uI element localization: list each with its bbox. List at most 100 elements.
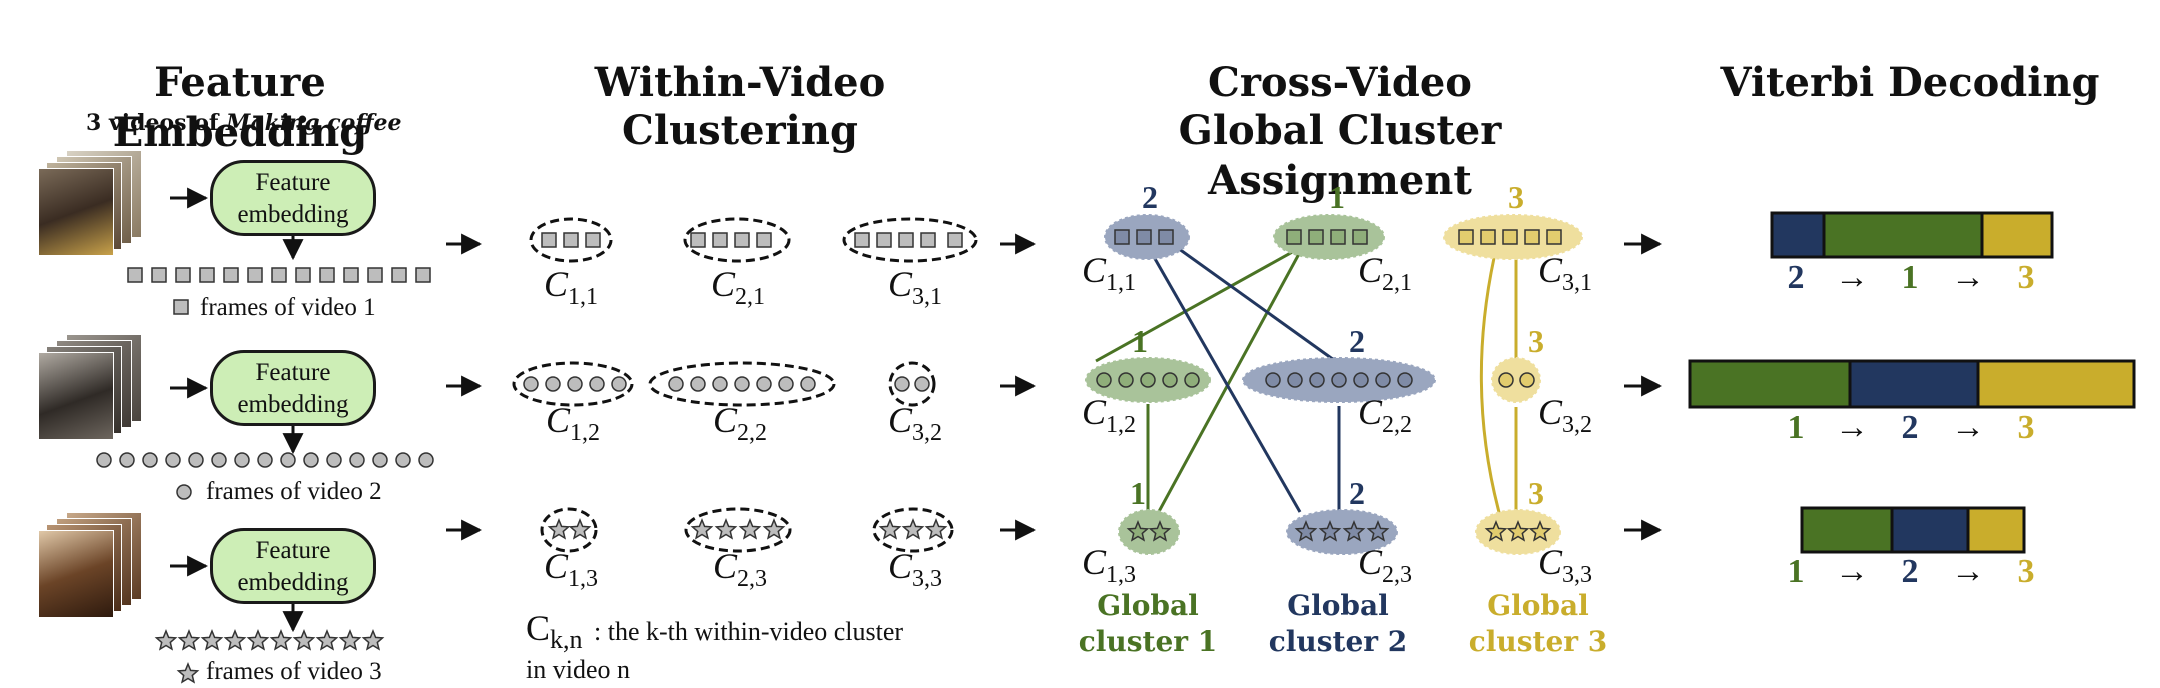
title-within-video-2: Clustering	[622, 107, 858, 154]
viterbi-3-seg-2	[1890, 506, 1970, 554]
frames-video-2	[96, 452, 434, 500]
wlabel-3-1: C3,1	[888, 264, 942, 310]
viterbi-1-seg-3	[1980, 211, 2054, 259]
global-node-2-3	[1286, 509, 1398, 555]
glabel-2-2: C2,2	[1358, 392, 1412, 438]
global-cluster-labels: C1,1 C2,1 C3,1 C1,2 C2,2 C3,2 C1,3 C2,3 …	[1082, 250, 1592, 588]
notation-desc: : the k-th within-video cluster	[594, 617, 903, 646]
title-feature-embedding: Feature Embedding	[112, 59, 368, 156]
gnum-1-1: 2	[1142, 179, 1158, 215]
arrows-thumb-to-embedding	[170, 187, 209, 577]
viterbi-sequences: 2 → 1 → 3 1 → 2 → 3 1 → 2 → 3	[1788, 259, 2035, 590]
within-cluster-circles	[523, 376, 930, 392]
vseq-3-c: 3	[2018, 553, 2035, 590]
cluster-star-icon	[690, 518, 714, 540]
gnum-2-2: 2	[1349, 323, 1365, 359]
within-cluster-labels: C1,1 C2,1 C3,1 C1,2 C2,2 C3,2 C1,3 C2,3 …	[544, 264, 942, 592]
cluster-star-icon	[568, 518, 592, 540]
frame-star-icon	[200, 629, 224, 651]
glabel-2-1: C2,1	[1358, 250, 1412, 296]
glabel-3-2: C3,2	[1538, 392, 1592, 438]
frame-star-icon	[338, 629, 362, 651]
cluster-star-icon	[878, 518, 902, 540]
global-cluster-2-label: Global cluster 2	[1268, 588, 1408, 660]
viterbi-bar-2	[1688, 359, 2136, 409]
viterbi-2-seg-3	[1976, 359, 2136, 409]
global-cluster-1-label: Global cluster 1	[1078, 588, 1218, 660]
viterbi-1-seg-1	[1822, 211, 1984, 259]
frame-star-icon	[154, 629, 178, 651]
glabel-1-2: C1,2	[1082, 392, 1136, 438]
feature-embedding-box-3: Feature embedding	[210, 528, 376, 604]
global-node-3-2	[1491, 357, 1541, 403]
vseq-1-arrow2: →	[1951, 259, 1985, 296]
global-cluster-3-l2: cluster 3	[1468, 625, 1608, 658]
viterbi-bar-3	[1800, 506, 2026, 554]
global-cluster-2-l1: Global	[1287, 589, 1389, 622]
global-cluster-1-l2: cluster 1	[1078, 625, 1218, 658]
global-star-icon	[1528, 520, 1552, 542]
vseq-2-arrow2: →	[1951, 409, 1985, 446]
global-numbers: 2 1 3 1 2 3 1 2 3	[1130, 179, 1544, 511]
title-cross-video-2: Global Cluster Assignment	[1178, 107, 1502, 204]
wlabel-1-2: C1,2	[546, 400, 600, 446]
global-star-icon	[1342, 520, 1366, 542]
global-links-cluster3	[1479, 257, 1518, 517]
frame-star-icon	[292, 629, 316, 651]
glabel-2-3: C2,3	[1358, 542, 1412, 588]
within-cluster-1-2	[512, 361, 634, 407]
frames-caption-3: frames of video 3	[206, 658, 382, 685]
global-cluster-3-label: Global cluster 3	[1468, 588, 1608, 660]
cluster-star-icon	[714, 518, 738, 540]
within-cluster-3-2	[888, 361, 936, 407]
frames-caption-2: frames of video 2	[206, 478, 382, 505]
vseq-2-a: 1	[1788, 409, 1805, 446]
global-star-icon	[1148, 520, 1172, 542]
global-node-1-3	[1118, 509, 1180, 555]
within-cluster-3-3	[872, 507, 954, 553]
wlabel-2-2: C2,2	[713, 400, 767, 446]
frames-video-3	[154, 629, 385, 684]
vseq-1-a: 2	[1788, 259, 1805, 296]
vseq-2-c: 3	[2018, 409, 2035, 446]
within-cluster-2-2	[648, 361, 836, 407]
within-cluster-stars	[547, 518, 948, 540]
glabel-3-1: C3,1	[1538, 250, 1592, 296]
within-cluster-2-3	[684, 507, 792, 553]
within-cluster-squares	[541, 232, 963, 248]
global-star-icon	[1294, 520, 1318, 542]
global-node-stars	[1126, 520, 1552, 542]
within-cluster-3-1	[842, 217, 978, 263]
global-cluster-3-l1: Global	[1487, 589, 1589, 622]
notation-symbol: Ck,n	[526, 608, 583, 654]
glabel-1-1: C1,1	[1082, 250, 1136, 296]
vseq-1-arrow1: →	[1835, 259, 1869, 296]
wlabel-1-1: C1,1	[544, 264, 598, 310]
viterbi-3-seg-1	[1800, 506, 1894, 554]
notation-desc-2: in video n	[526, 655, 630, 684]
frames-video-1	[127, 267, 431, 315]
vseq-3-a: 1	[1788, 553, 1805, 590]
title-cross-video-1: Cross-Video	[1208, 59, 1472, 106]
notation: Ck,n : the k-th within-video cluster in …	[526, 608, 903, 684]
title-viterbi: Viterbi Decoding	[1720, 59, 2100, 106]
vseq-2-arrow1: →	[1835, 409, 1869, 446]
global-node-squares	[1114, 229, 1562, 245]
frame-star-icon	[246, 629, 270, 651]
feature-embedding-box-2: Feature embedding	[210, 350, 376, 426]
global-cluster-2-l2: cluster 2	[1268, 625, 1408, 658]
global-star-icon	[1506, 520, 1530, 542]
glabel-1-3: C1,3	[1082, 542, 1136, 588]
vseq-3-arrow1: →	[1835, 553, 1869, 590]
within-cluster-2-1	[683, 217, 791, 263]
wlabel-3-2: C3,2	[888, 400, 942, 446]
frames-caption-1: frames of video 1	[200, 294, 376, 321]
within-video-clusters	[512, 217, 978, 553]
vseq-2-b: 2	[1902, 409, 1919, 446]
global-node-circles	[1096, 372, 1535, 388]
within-cluster-1-1	[529, 217, 613, 263]
gnum-2-3: 2	[1349, 475, 1365, 511]
vseq-3-b: 2	[1902, 553, 1919, 590]
cluster-star-icon	[924, 518, 948, 540]
